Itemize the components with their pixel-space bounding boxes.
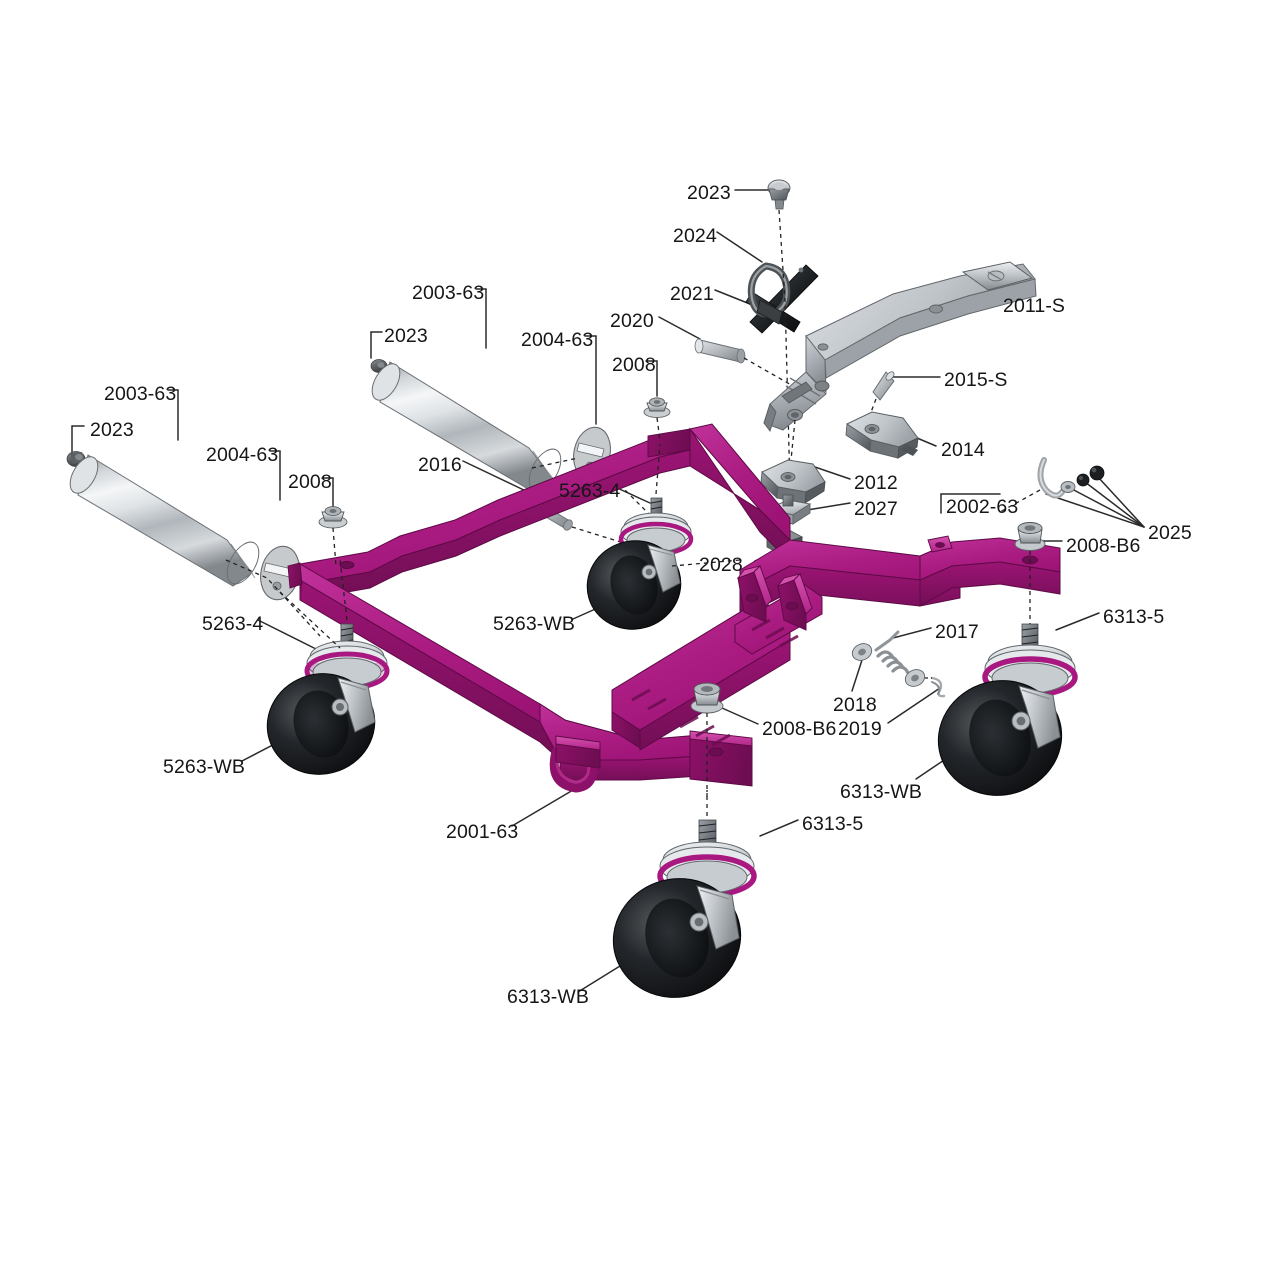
callout-2017: 2017 [935, 621, 979, 643]
callout-2004-63-left: 2004-63 [206, 444, 279, 466]
part-v-saddle-left [736, 565, 773, 623]
leader-lines [71, 189, 1145, 993]
callout-2004-63-center: 2004-63 [521, 329, 594, 351]
part-v-saddle-right [776, 573, 813, 631]
part-2008-B6-right-nut [1014, 522, 1046, 630]
part-caster-center-5263 [586, 443, 741, 630]
part-caster-left-5263 [266, 559, 390, 775]
callout-2023-left: 2023 [90, 419, 134, 441]
part-2011-S-lift-arm [763, 261, 1037, 471]
part-2018-washer-upper [851, 643, 873, 661]
callout-2025: 2025 [1148, 522, 1192, 544]
callout-2008-center: 2008 [612, 354, 656, 376]
callout-6313-5-bottom: 6313-5 [802, 813, 864, 835]
callout-2027: 2027 [854, 498, 898, 520]
callout-2024: 2024 [673, 225, 717, 247]
callout-2015-S: 2015-S [944, 369, 1008, 391]
part-caster-right-6313 [937, 623, 1078, 796]
callout-2003-63-left: 2003-63 [104, 383, 177, 405]
callout-2008-left: 2008 [288, 471, 332, 493]
callout-2019: 2019 [838, 718, 882, 740]
callout-2028: 2028 [699, 554, 743, 576]
callout-2023-center: 2023 [384, 325, 428, 347]
callout-6313-5-right: 6313-5 [1103, 606, 1165, 628]
part-2025-hook-hardware [999, 457, 1105, 513]
part-2018-washer-lower [904, 669, 926, 687]
callout-6313-WB-bottom: 6313-WB [507, 986, 589, 1008]
part-caster-bottom-6313 [612, 790, 757, 998]
callout-5263-WB-center: 5263-WB [493, 613, 575, 635]
part-2008-B6-center-nut [690, 682, 724, 800]
callout-2018: 2018 [833, 694, 877, 716]
callout-2023-top: 2023 [687, 182, 731, 204]
callout-5263-WB-left: 5263-WB [163, 756, 245, 778]
part-2020-spacer-sleeve [694, 338, 801, 391]
callout-2016: 2016 [418, 454, 462, 476]
part-2008-center-flangenut [643, 397, 671, 441]
callout-5263-4-center: 5263-4 [559, 480, 621, 502]
callout-2001-63: 2001-63 [446, 821, 519, 843]
callout-2008-B6-center: 2008-B6 [762, 718, 837, 740]
part-2008-left-flangenut [318, 506, 348, 567]
callout-2002-63: 2002-63 [946, 496, 1019, 518]
part-magenta-frame [287, 423, 1061, 793]
part-2021-strap-and-2024-dring [745, 262, 819, 334]
part-2012-bracket-wedge [760, 459, 826, 504]
part-2019-cotter-pin [925, 676, 946, 698]
callout-2003-63-center: 2003-63 [412, 282, 485, 304]
part-2023-top-capscrew [767, 179, 791, 491]
part-cylinder-left [66, 451, 321, 637]
callout-2011-S: 2011-S [1003, 295, 1066, 317]
callout-6313-WB-right: 6313-WB [840, 781, 922, 803]
callout-2014: 2014 [941, 439, 985, 461]
callout-2020: 2020 [610, 310, 654, 332]
callout-2012: 2012 [854, 472, 898, 494]
callout-2008-B6-right: 2008-B6 [1066, 535, 1141, 557]
callout-2021: 2021 [670, 283, 714, 305]
callout-5263-4-left: 5263-4 [202, 613, 264, 635]
part-2014-bracket-wedge [845, 411, 919, 459]
